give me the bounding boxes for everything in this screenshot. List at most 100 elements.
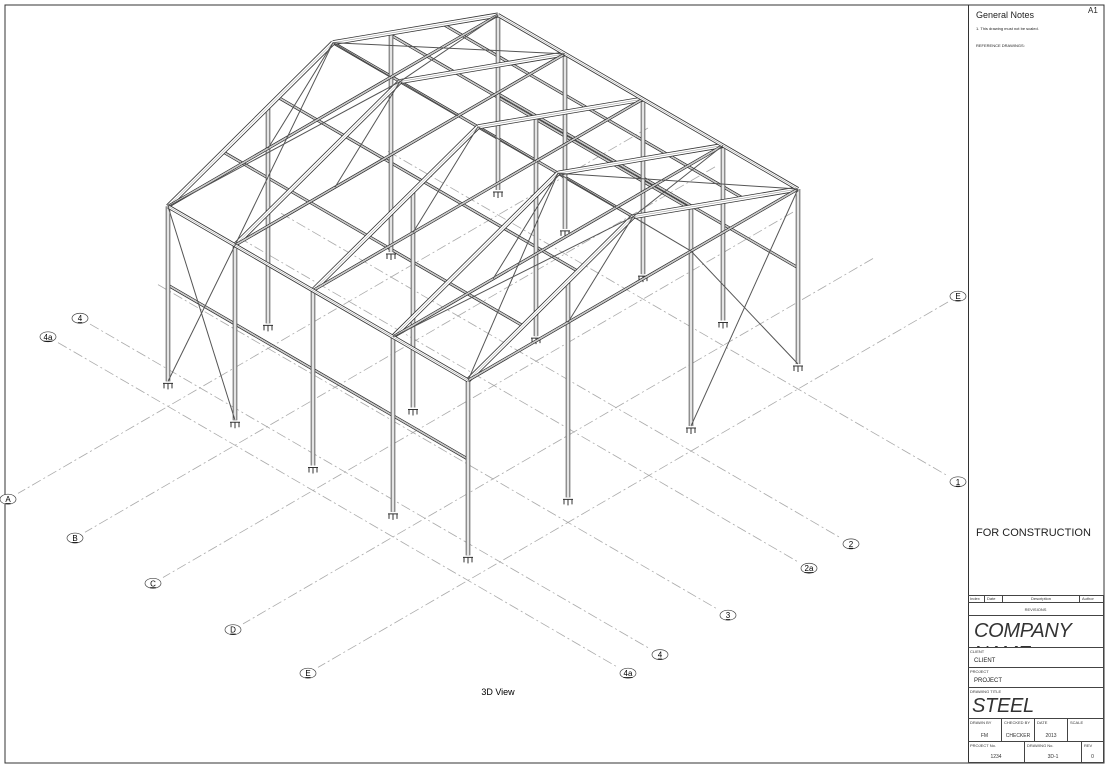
- steel-frame-3d-model: [163, 12, 803, 564]
- drawing-title: STEEL BUILDING: [972, 695, 1034, 717]
- rafter-web: [477, 98, 644, 127]
- base-plate: [718, 322, 728, 329]
- grid-line-C: [162, 211, 794, 578]
- roof-bracing: [332, 42, 566, 55]
- eave-tie-beam: [392, 144, 724, 339]
- grid-bubble-label: E: [305, 669, 310, 678]
- rafter-brace: [632, 216, 692, 252]
- grid-bubble-A: A: [0, 493, 17, 505]
- grid-bubble-label: B: [72, 534, 77, 543]
- side-rail-web: [497, 93, 799, 268]
- grid-bubble-label: 2: [849, 540, 854, 549]
- grid-bubble-outline: [842, 538, 860, 550]
- rafter-brace: [332, 42, 392, 78]
- rafter-web: [312, 126, 479, 291]
- eave-tie-beam: [312, 97, 644, 292]
- base-plate: [463, 556, 473, 564]
- rafter: [166, 40, 335, 209]
- note-1: 1. This drawing must not be scaled.: [976, 26, 1039, 31]
- status-label: FOR CONSTRUCTION: [976, 527, 1091, 539]
- base-plate: [531, 337, 541, 345]
- eave-tie-beam-web: [312, 98, 644, 291]
- side-rail-web: [167, 284, 469, 460]
- sheet-size: A1: [1088, 6, 1098, 15]
- base-plate: [638, 275, 648, 283]
- grid-bubble-label: 4a: [624, 669, 633, 678]
- rev-header-date: Date: [985, 595, 1003, 603]
- eave-beam-web: [497, 14, 799, 190]
- view-caption: 3D View: [481, 687, 515, 697]
- eave-tie-beam-web: [167, 14, 499, 207]
- rafter-brace: [334, 81, 401, 188]
- roof-bracing: [557, 172, 799, 190]
- company-name-cell: COMPANY NAME: [968, 616, 1104, 648]
- side-rail: [497, 92, 799, 270]
- side-rail: [167, 283, 469, 461]
- grid-bubble-outline: [66, 532, 84, 544]
- rafter: [399, 51, 566, 85]
- grid-bubble-outline: [651, 649, 669, 660]
- rafter-brace: [492, 172, 559, 280]
- eave-beam: [496, 13, 800, 191]
- rafter-web: [392, 173, 559, 338]
- base-plate: [163, 382, 173, 390]
- grid-line-E: [317, 301, 949, 668]
- grid-bubble-4: 4: [651, 649, 669, 660]
- rafter-web: [467, 216, 634, 381]
- grid-bubble-outline: [719, 609, 737, 621]
- rafter-brace: [557, 172, 617, 208]
- base-plate: [686, 427, 696, 435]
- grid-bubble-outline: [144, 577, 162, 589]
- roof-bracing: [167, 81, 401, 207]
- grid-bubble-outline: [39, 331, 57, 343]
- grid-bubble-label: 3: [726, 611, 731, 620]
- grid-bubble-label: 2a: [805, 564, 814, 573]
- grid-bubble-label: 1: [956, 478, 961, 487]
- eave-beam: [166, 204, 470, 383]
- grid-bubble-outline: [0, 493, 17, 505]
- eave-tie-beam-web: [467, 188, 799, 381]
- grid-bubble-4-end: 4: [71, 312, 89, 324]
- grid-bubble-B: B: [66, 532, 84, 544]
- drawing-no-cell: DRAWING No.3D-1: [1025, 742, 1082, 763]
- rafter-web: [632, 188, 799, 217]
- grid-bubble-3: 3: [719, 609, 737, 621]
- rafter-brace: [267, 42, 334, 149]
- sheet-border: [4, 4, 1105, 764]
- grid-bubble-outline: [949, 290, 967, 302]
- grid-bubble-label: 4: [78, 314, 83, 323]
- rafter-web: [557, 145, 724, 174]
- scale-cell: SCALE: [1068, 719, 1104, 742]
- grid-bubble-outline: [949, 476, 967, 488]
- base-plate: [408, 409, 418, 416]
- eave-tie-beam: [234, 52, 566, 247]
- grid-bubble-E: E: [299, 667, 317, 679]
- rafter-web: [399, 53, 566, 82]
- grid-bubble-label: E: [955, 292, 960, 301]
- rev-header-index: Index: [968, 595, 985, 603]
- grid-bubble-label: C: [150, 579, 156, 588]
- grid-bubble-outline: [224, 624, 242, 636]
- base-plate: [308, 467, 318, 474]
- rafter: [477, 96, 644, 130]
- grid-bubble-outline: [299, 667, 317, 679]
- grid-bubble-2a: 2a: [800, 562, 818, 574]
- rafter-web: [234, 81, 401, 246]
- eave-tie-beam-web: [234, 53, 566, 246]
- title-block: [968, 5, 1105, 763]
- grid-bubble-D: D: [224, 624, 242, 636]
- wall-bracing: [690, 188, 799, 427]
- rafter-brace: [412, 126, 479, 233]
- grid-bubble-E-end: E: [949, 290, 967, 302]
- grid-bubble-outline: [800, 562, 818, 574]
- rafter: [311, 125, 480, 293]
- roof-bracing: [392, 216, 634, 338]
